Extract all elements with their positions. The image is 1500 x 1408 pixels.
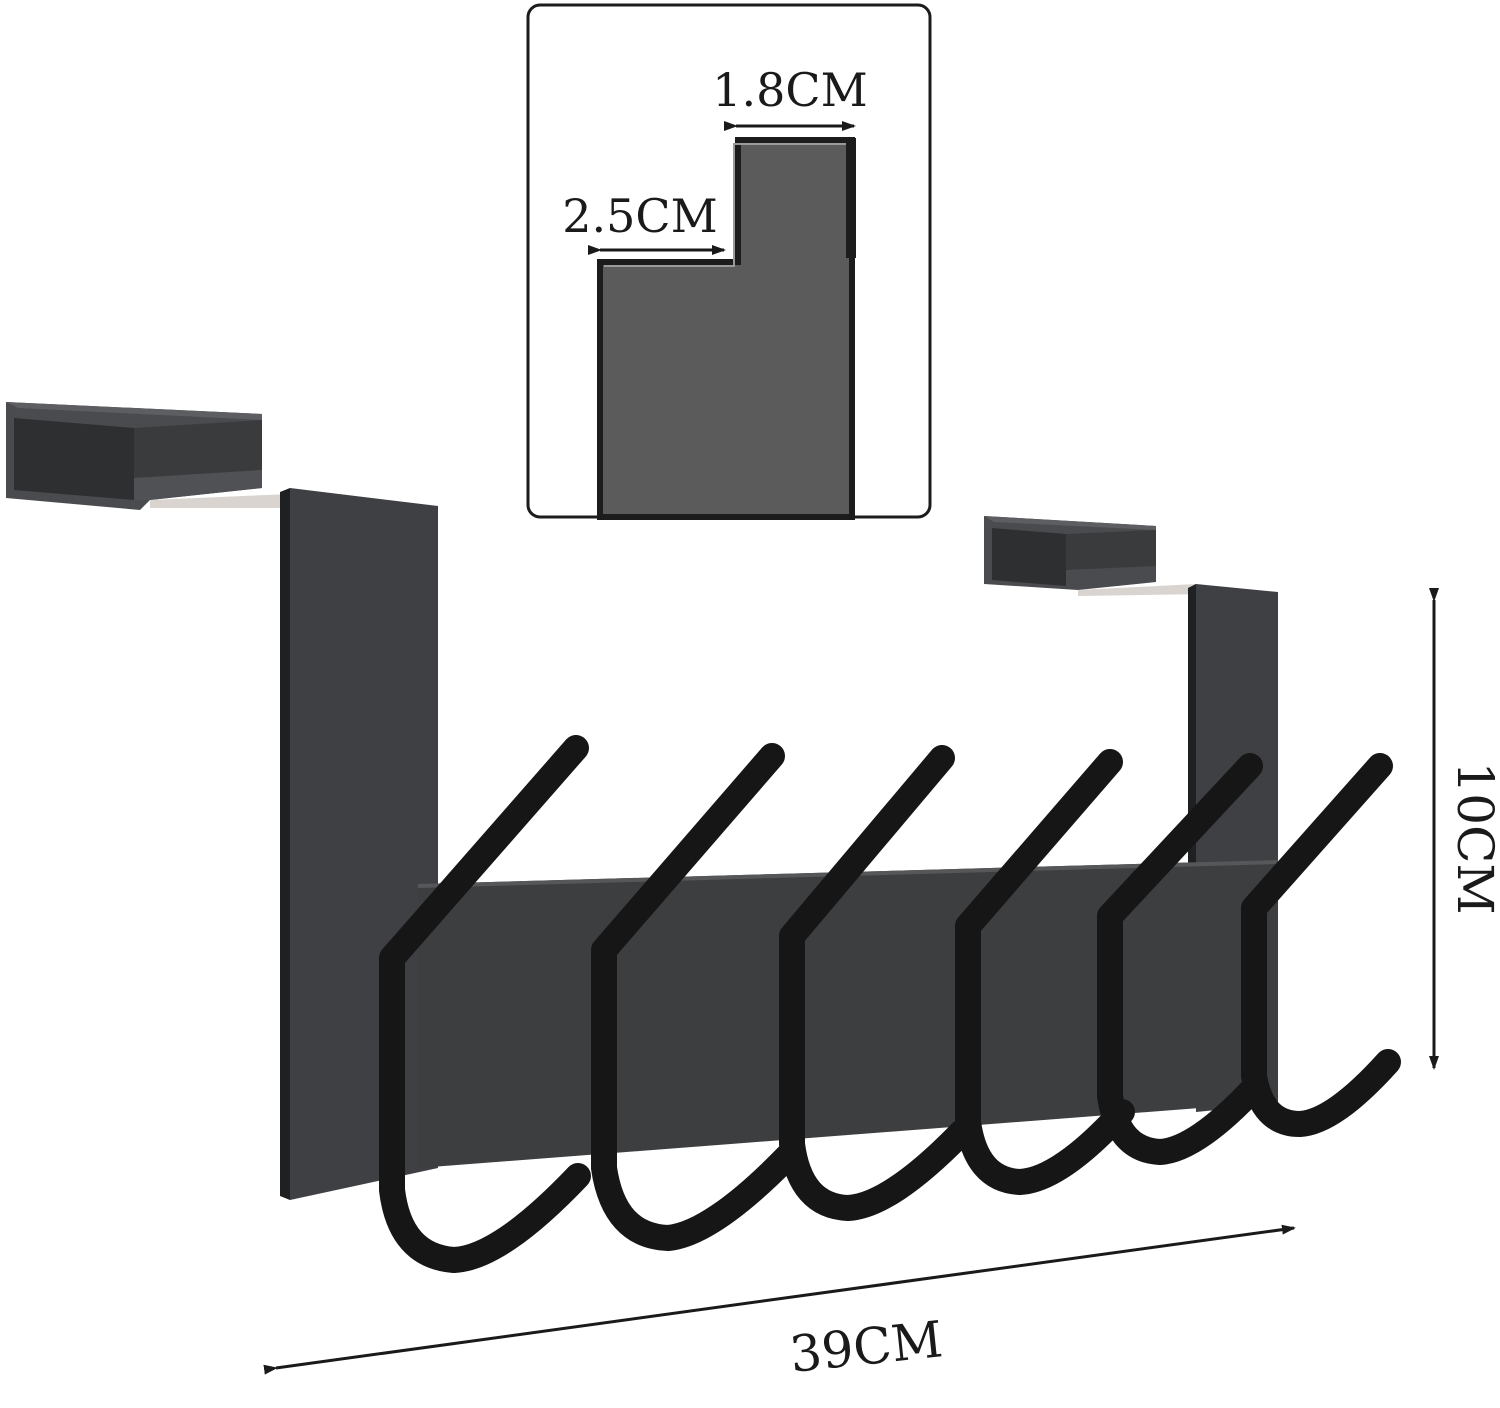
length-dimension: 39CM (263, 1224, 1296, 1384)
right-door-clamp (984, 516, 1204, 596)
left-vertical-strap (280, 488, 438, 1200)
inset-profile-highlight (604, 143, 846, 267)
inset-hook-lip (846, 138, 856, 258)
hook-3 (779, 745, 975, 1221)
top-width-label: 1.8CM (712, 63, 867, 117)
left-door-clamp (6, 402, 300, 510)
door-profile-inset: 1.8CM 2.5CM (526, 3, 932, 520)
length-label: 39CM (787, 1310, 945, 1384)
hook-5 (1097, 753, 1267, 1165)
base-plate (418, 860, 1278, 1168)
hook-6 (1241, 753, 1401, 1137)
height-label: 10CM (1446, 761, 1500, 914)
step-width-label: 2.5CM (562, 189, 717, 243)
inset-profile-shape (597, 137, 855, 520)
hook-4 (955, 749, 1135, 1195)
hook-rack (6, 402, 1401, 1273)
length-dimension-line (263, 1224, 1296, 1375)
height-dimension: 10CM (1429, 588, 1500, 1070)
